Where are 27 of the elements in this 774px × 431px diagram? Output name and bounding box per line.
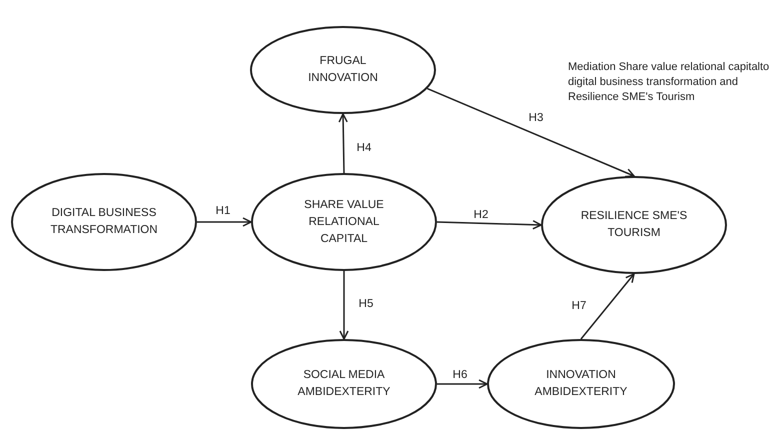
node-label: RESILIENCE SME'S TOURISM (580, 209, 688, 241)
edge-label: H7 (570, 300, 588, 312)
ellipse-node (251, 339, 437, 429)
ellipse-node (487, 339, 675, 429)
edge-label: H4 (356, 142, 372, 154)
edge-label: H3 (528, 112, 544, 124)
arrow (436, 220, 542, 230)
arrow (580, 273, 635, 340)
node-label: DIGITAL BUSINESS TRANSFORMATION (49, 206, 159, 238)
edge-label: H1 (214, 205, 232, 217)
node-label: INNOVATION AMBIDEXTERITY (534, 368, 628, 400)
edge-label: H6 (452, 369, 468, 381)
ellipse-node (250, 26, 436, 114)
node-label: SHARE VALUE RELATIONAL CAPITAL (303, 198, 385, 246)
ellipse-node (251, 173, 437, 271)
arrow (338, 113, 348, 174)
ellipse-node (11, 173, 197, 271)
edge-label: H2 (472, 209, 490, 221)
arrow (427, 88, 635, 178)
node-label: SOCIAL MEDIA AMBIDEXTERITY (296, 368, 392, 400)
ellipse-node (541, 176, 727, 274)
arrow (339, 271, 349, 340)
note-text: Mediation Share value relational capitalto digital business transformation and Resilience SME's Tourism (568, 60, 770, 105)
node-label: FRUGAL INNOVATION (307, 54, 379, 86)
edge-label: H5 (358, 298, 374, 310)
arrow (437, 379, 488, 389)
arrow (197, 217, 252, 227)
